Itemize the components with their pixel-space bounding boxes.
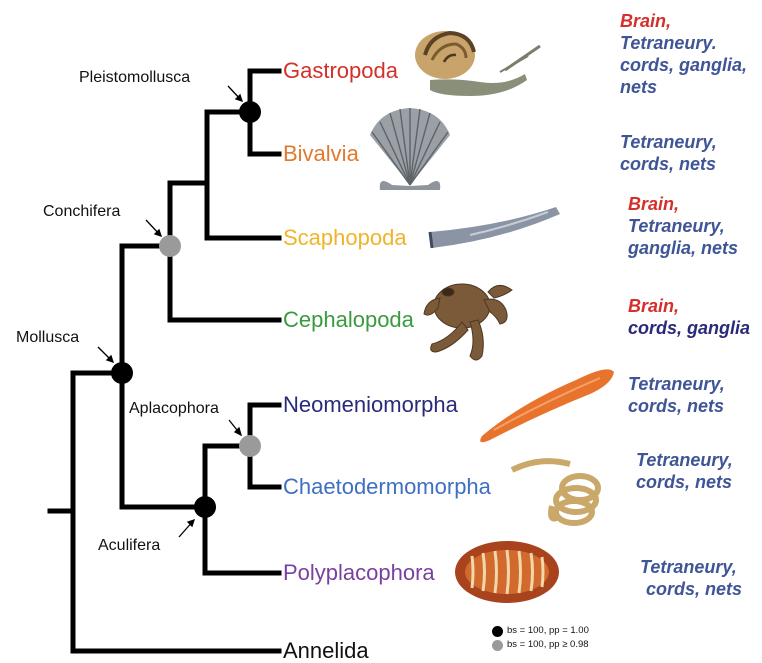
- legend-black-label: bs = 100, pp = 1.00: [507, 624, 589, 638]
- node-conchifera: [159, 235, 181, 257]
- solenogaster-icon: [480, 369, 614, 442]
- ns-bivalvia: Tetraneury, cords, nets: [620, 131, 717, 175]
- ns-scaphopoda-brain: Brain,: [628, 193, 738, 215]
- ns-cephalopoda-line-1: cords, ganglia: [628, 317, 750, 339]
- ns-bivalvia-line-2: cords, nets: [620, 153, 717, 175]
- ns-gastropoda-line-3: nets: [620, 76, 747, 98]
- clade-label-aplacophora: Aplacophora: [129, 400, 219, 418]
- legend: bs = 100, pp = 1.00 bs = 100, pp ≥ 0.98: [492, 624, 589, 652]
- ns-scaphopoda: Brain, Tetraneury, ganglia, nets: [628, 193, 738, 259]
- ns-scaphopoda-line-2: ganglia, nets: [628, 237, 738, 259]
- ns-bivalvia-line-1: Tetraneury,: [620, 131, 717, 153]
- legend-grey-dot-icon: [492, 640, 503, 651]
- ns-neomeniomorpha-line-2: cords, nets: [628, 395, 725, 417]
- ns-chaetodermomorpha: Tetraneury, cords, nets: [636, 449, 733, 493]
- clade-label-mollusca: Mollusca: [16, 329, 79, 347]
- node-mollusca: [111, 362, 133, 384]
- ns-gastropoda-line-2: cords, ganglia,: [620, 54, 747, 76]
- chiton-icon: [455, 541, 559, 603]
- conchifera-branch: [170, 183, 279, 320]
- ns-gastropoda-line-1: Tetraneury.: [620, 32, 747, 54]
- aculifera-branch: [205, 446, 279, 573]
- ns-chaetodermomorpha-line-1: Tetraneury,: [636, 449, 733, 471]
- taxon-label-polyplacophora: Polyplacophora: [283, 561, 435, 585]
- upper-branch: [207, 112, 279, 238]
- snail-icon: [415, 31, 540, 96]
- taxon-label-gastropoda: Gastropoda: [283, 59, 398, 83]
- ns-chaetodermomorpha-line-2: cords, nets: [636, 471, 733, 493]
- clade-label-aculifera: Aculifera: [98, 537, 160, 555]
- ns-neomeniomorpha: Tetraneury, cords, nets: [628, 373, 725, 417]
- ns-cephalopoda: Brain, cords, ganglia: [628, 295, 750, 339]
- ns-scaphopoda-line-1: Tetraneury,: [628, 215, 738, 237]
- ns-cephalopoda-brain: Brain,: [628, 295, 750, 317]
- ns-polyplacophora: Tetraneury, cords, nets: [640, 556, 742, 600]
- scallop-shell-icon: [370, 108, 450, 190]
- node-aculifera: [194, 496, 216, 518]
- tusk-shell-icon: [430, 207, 560, 248]
- octopus-icon: [424, 284, 512, 360]
- mollusca-branch: [122, 246, 205, 507]
- ns-gastropoda-brain: Brain,: [620, 10, 747, 32]
- node-aplacophora: [239, 435, 261, 457]
- legend-row-grey: bs = 100, pp ≥ 0.98: [492, 638, 589, 652]
- ns-polyplacophora-line-2: cords, nets: [646, 578, 742, 600]
- legend-grey-label: bs = 100, pp ≥ 0.98: [507, 638, 589, 652]
- node-pleistomollusca: [239, 101, 261, 123]
- legend-black-dot-icon: [492, 626, 503, 637]
- taxon-label-chaetodermomorpha: Chaetodermomorpha: [283, 475, 491, 499]
- taxon-label-cephalopoda: Cephalopoda: [283, 308, 414, 332]
- taxon-label-scaphopoda: Scaphopoda: [283, 226, 407, 250]
- taxon-label-bivalvia: Bivalvia: [283, 142, 359, 166]
- clade-label-pleistomollusca: Pleistomollusca: [79, 69, 190, 87]
- coiled-worm-icon: [512, 461, 598, 523]
- clade-label-conchifera: Conchifera: [43, 203, 120, 221]
- ns-polyplacophora-line-1: Tetraneury,: [640, 556, 742, 578]
- ns-gastropoda: Brain, Tetraneury. cords, ganglia, nets: [620, 10, 747, 98]
- ns-neomeniomorpha-line-1: Tetraneury,: [628, 373, 725, 395]
- taxon-label-annelida: Annelida: [283, 639, 369, 663]
- taxon-label-neomeniomorpha: Neomeniomorpha: [283, 393, 458, 417]
- legend-row-black: bs = 100, pp = 1.00: [492, 624, 589, 638]
